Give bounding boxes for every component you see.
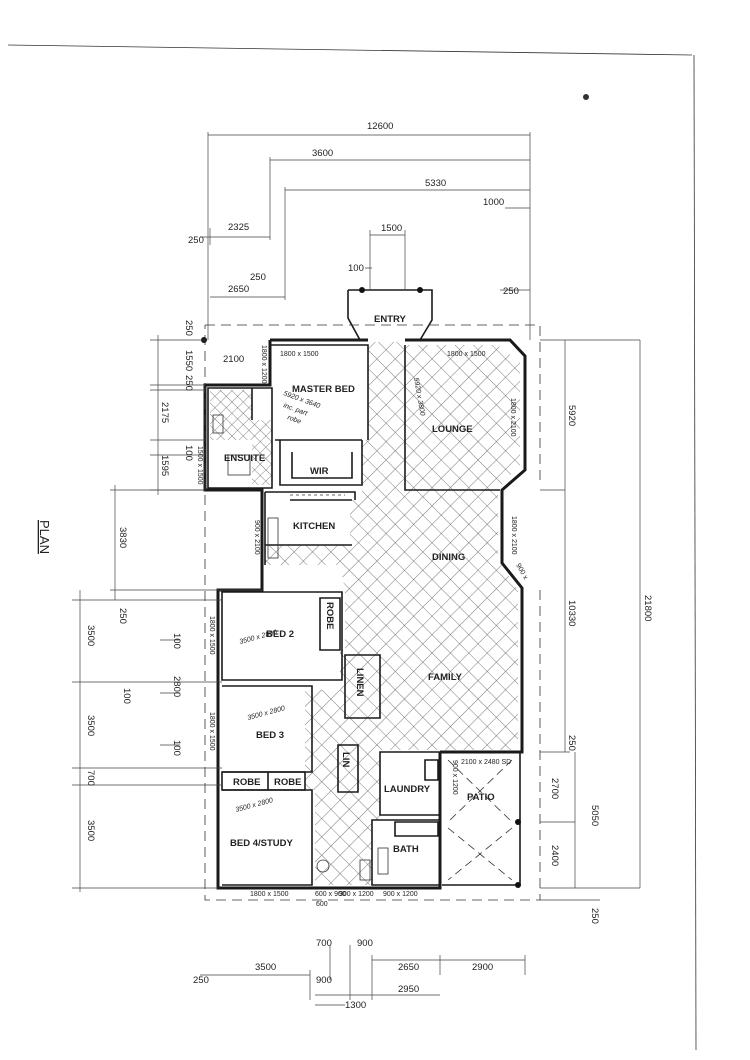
- window-lounge-top: 1800 x 1500: [447, 351, 486, 358]
- sheet-frame: [7, 44, 697, 1051]
- dim-left-3500a: 3500: [85, 625, 96, 646]
- room-robe-bed2: ROBE: [324, 602, 335, 629]
- dim-left-250b: 250: [183, 375, 194, 391]
- room-bed3: BED 3: [256, 730, 284, 741]
- dim-left-2175: 2175: [159, 402, 170, 423]
- room-bed4: BED 4/STUDY: [230, 838, 293, 849]
- dim-12600: 12600: [367, 121, 393, 132]
- dim-1500: 1500: [381, 223, 402, 234]
- dim-right-2700: 2700: [549, 778, 560, 799]
- dim-right-5050: 5050: [589, 805, 600, 826]
- dim-right-250: 250: [566, 735, 577, 751]
- window-dining-corner: 900 x: [514, 563, 529, 582]
- dim-bot-900b: 900: [316, 975, 332, 986]
- dimension-labels: 12600 3600 5330 1000 1500 2325 250 250 1…: [85, 121, 653, 1011]
- window-bath-b: 900 x 1200: [339, 891, 374, 898]
- dim-left-250: 250: [183, 320, 194, 336]
- room-patio: PATIO: [467, 792, 495, 803]
- room-lounge: LOUNGE: [432, 424, 473, 435]
- window-lounge-side: 1800 x 2100: [509, 398, 516, 437]
- window-bath-a: 600 x 900: [315, 891, 346, 898]
- room-family: FAMILY: [428, 672, 463, 683]
- room-robe-b: ROBE: [274, 777, 301, 788]
- window-slider: 2100 x 2480 SD: [461, 759, 511, 766]
- window-bed2: 1800 x 1500: [208, 616, 215, 655]
- room-ensuite: ENSUITE: [224, 453, 265, 464]
- dim-left-700: 700: [85, 770, 96, 786]
- window-master: 1800 x 1500: [280, 351, 319, 358]
- window-bath-d: 600: [316, 901, 328, 908]
- dim-left-100: 100: [183, 445, 194, 461]
- dim-bot-700: 700: [316, 938, 332, 949]
- dim-1000: 1000: [483, 197, 504, 208]
- dim-3600: 3600: [312, 148, 333, 159]
- ink-spot-icon: [583, 94, 589, 100]
- window-dining-side: 1800 x 2100: [510, 516, 517, 555]
- room-bath: BATH: [393, 844, 419, 855]
- note-bed3: 3500 x 2800: [247, 705, 286, 722]
- room-labels: ENTRY MASTER BED LOUNGE WIR ENSUITE KITC…: [224, 314, 495, 855]
- dim-left-3830: 3830: [117, 527, 128, 548]
- dim-top-250b: 250: [250, 272, 266, 283]
- dim-left-3500b: 3500: [85, 715, 96, 736]
- window-laundry: 900 x 1200: [451, 760, 458, 795]
- window-master-side: 1800 x 1200: [260, 345, 267, 384]
- tiled-floor: [210, 342, 520, 885]
- room-entry: ENTRY: [374, 314, 407, 325]
- dim-left-3500c: 3500: [85, 820, 96, 841]
- dim-2650: 2650: [228, 284, 249, 295]
- room-wir: WIR: [310, 466, 329, 477]
- dim-right-5920: 5920: [566, 405, 577, 426]
- room-lin: LIN: [340, 752, 351, 767]
- window-kitchen: 900 x 2100: [253, 520, 260, 555]
- window-bed3: 1800 x 1500: [208, 712, 215, 751]
- dim-left-1595: 1595: [159, 455, 170, 476]
- dim-top-250c: 250: [503, 286, 519, 297]
- room-master-bed: MASTER BED: [292, 384, 355, 395]
- room-dining: DINING: [432, 552, 465, 563]
- dim-bot-1300: 1300: [345, 1000, 366, 1011]
- dim-left-100d: 100: [171, 740, 182, 756]
- dim-right-10330: 10330: [566, 600, 577, 626]
- room-laundry: LAUNDRY: [384, 784, 431, 795]
- window-ensuite: 1500 x 1500: [196, 446, 203, 485]
- dim-5330: 5330: [425, 178, 446, 189]
- dim-left-250c: 250: [117, 608, 128, 624]
- dim-right-21800: 21800: [642, 595, 653, 621]
- dim-left-1550: 1550: [183, 350, 194, 371]
- dim-bot-2950: 2950: [398, 984, 419, 995]
- dim-top-250a: 250: [188, 235, 204, 246]
- walls: [201, 287, 541, 901]
- dim-bot-3500: 3500: [255, 962, 276, 973]
- dim-2325: 2325: [228, 222, 249, 233]
- window-bath-c: 900 x 1200: [383, 891, 418, 898]
- dim-bot-250: 250: [193, 975, 209, 986]
- note-master-3: robe: [286, 414, 302, 425]
- dim-bot-900: 900: [357, 938, 373, 949]
- room-bed2: BED 2: [266, 629, 294, 640]
- dim-left-100c: 100: [121, 688, 132, 704]
- dim-top-100: 100: [348, 263, 364, 274]
- note-bed4: 3500 x 2800: [235, 797, 274, 814]
- dim-left-2100: 2100: [223, 354, 244, 365]
- dimension-lines: [72, 132, 641, 1006]
- room-robe-a: ROBE: [233, 777, 260, 788]
- dim-left-100b: 100: [171, 633, 182, 649]
- dim-left-2800: 2800: [171, 676, 182, 697]
- room-kitchen: KITCHEN: [293, 521, 335, 532]
- plan-title: PLAN: [37, 520, 52, 554]
- dim-right-250b: 250: [589, 908, 600, 924]
- dim-right-2400: 2400: [549, 845, 560, 866]
- window-bed4: 1800 x 1500: [250, 891, 289, 898]
- dim-bot-2650: 2650: [398, 962, 419, 973]
- dim-bot-2900: 2900: [472, 962, 493, 973]
- room-linen: LINEN: [354, 668, 365, 697]
